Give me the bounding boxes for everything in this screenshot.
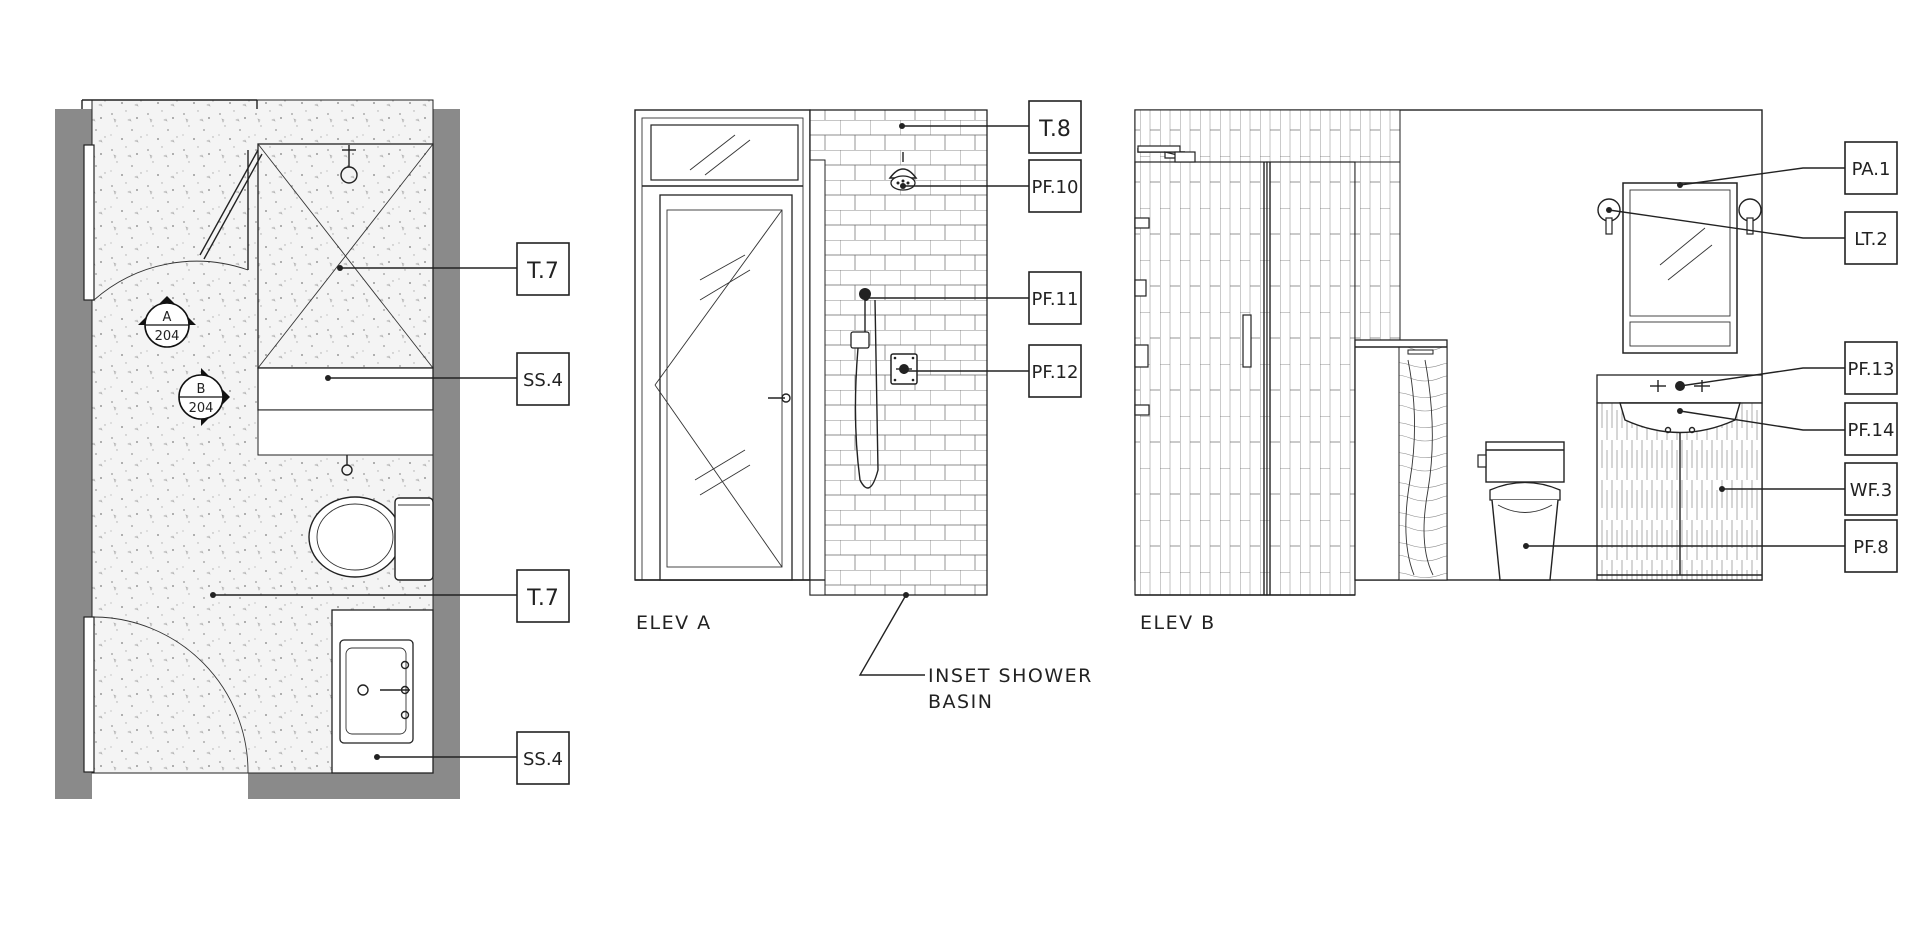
elev-b-shower-head-icon [1137,145,1196,163]
elev-b-shower-door-handle-icon [1242,314,1252,368]
plan-door-bottom-jamb [83,616,95,773]
svg-text:T.7: T.7 [526,259,559,284]
tag-elev-b-mirror: PA.1 [1844,141,1898,195]
plan-wall-right [433,109,460,799]
svg-text:LT.2: LT.2 [1854,229,1888,250]
section-marker-a: A 204 [138,296,196,348]
tag-elev-b-sink: PF.14 [1844,402,1898,456]
tag-elev-b-faucet: PF.13 [1844,341,1898,395]
elev-b-toilet-icon [1477,441,1565,581]
tag-elev-a-wall-tile: T.8 [1028,100,1082,154]
svg-text:PA.1: PA.1 [1852,159,1891,180]
svg-text:PF.13: PF.13 [1848,359,1895,380]
svg-text:PF.14: PF.14 [1848,420,1895,441]
svg-text:PF.10: PF.10 [1032,177,1079,198]
tag-elev-b-sconce: LT.2 [1844,211,1898,265]
elev-b-sconce-right-icon [1738,198,1762,235]
section-marker-a-sheet: 204 [155,329,180,344]
elev-b-mirror-icon [1622,182,1738,354]
svg-text:WF.3: WF.3 [1850,480,1892,501]
elev-a-label: ELEV A [636,612,712,634]
tag-elev-a-shower-head: PF.10 [1028,159,1082,213]
plan-wall-bottom [248,773,460,799]
plan-sink-icon [339,639,414,744]
plan-toilet-icon [308,496,434,581]
floor-plan: A 204 B 204 T.7 SS.4 T.7 [55,99,570,799]
section-marker-b-sheet: 204 [189,401,214,416]
tag-elev-b-toilet: PF.8 [1844,519,1898,573]
tag-elev-a-hand-shower: PF.11 [1028,271,1082,325]
svg-text:PF.8: PF.8 [1853,537,1889,558]
tag-elev-a-valve: PF.12 [1028,344,1082,398]
elev-a-basin-note-line2: BASIN [928,691,993,713]
tag-plan-floor: T.7 [516,569,570,623]
svg-text:T.7: T.7 [526,586,559,611]
tag-plan-shower-floor: T.7 [516,242,570,296]
tag-plan-vanity-top: SS.4 [516,731,570,785]
elev-b-valve-icon [1134,344,1149,368]
svg-text:SS.4: SS.4 [523,370,563,391]
plan-door-bottom-swing [93,616,249,774]
svg-text:PF.12: PF.12 [1032,362,1079,383]
elev-a-basin-note-line1: INSET SHOWER [928,665,1093,687]
tag-elev-b-vanity: WF.3 [1844,462,1898,516]
elev-b-faucet-icon [1650,380,1710,392]
tag-plan-shower-curb: SS.4 [516,352,570,406]
svg-text:PF.11: PF.11 [1032,289,1079,310]
plan-door-top-swing [93,260,249,301]
elev-a-hand-shower-icon [850,288,879,489]
elevation-b: PA.1 LT.2 PF.13 PF.14 WF.3 PF.8 [1134,109,1898,634]
elev-b-tile-shower-right [1266,161,1356,596]
svg-text:T.8: T.8 [1038,117,1071,142]
section-marker-a-letter: A [163,310,172,325]
elev-b-hand-shower-icon [1134,279,1147,297]
plan-door-top-jamb [83,144,95,301]
section-marker-b-letter: B [197,382,206,397]
elev-a-door-leaf [659,194,793,581]
elev-a-tile-wall [809,109,988,596]
elev-b-label: ELEV B [1140,612,1216,634]
elev-a-door-handle-icon [781,393,791,403]
plan-shower-curb [257,367,434,411]
elev-a-transom [650,124,799,181]
svg-text:SS.4: SS.4 [523,749,563,770]
section-marker-b: B 204 [178,368,230,426]
elevation-a: T.8 PF.10 PF.11 PF.12 INSET SHOWER BASIN… [634,100,1093,713]
elev-b-tile-shower-left [1134,161,1268,596]
elev-b-shelf-icon [1134,217,1150,229]
